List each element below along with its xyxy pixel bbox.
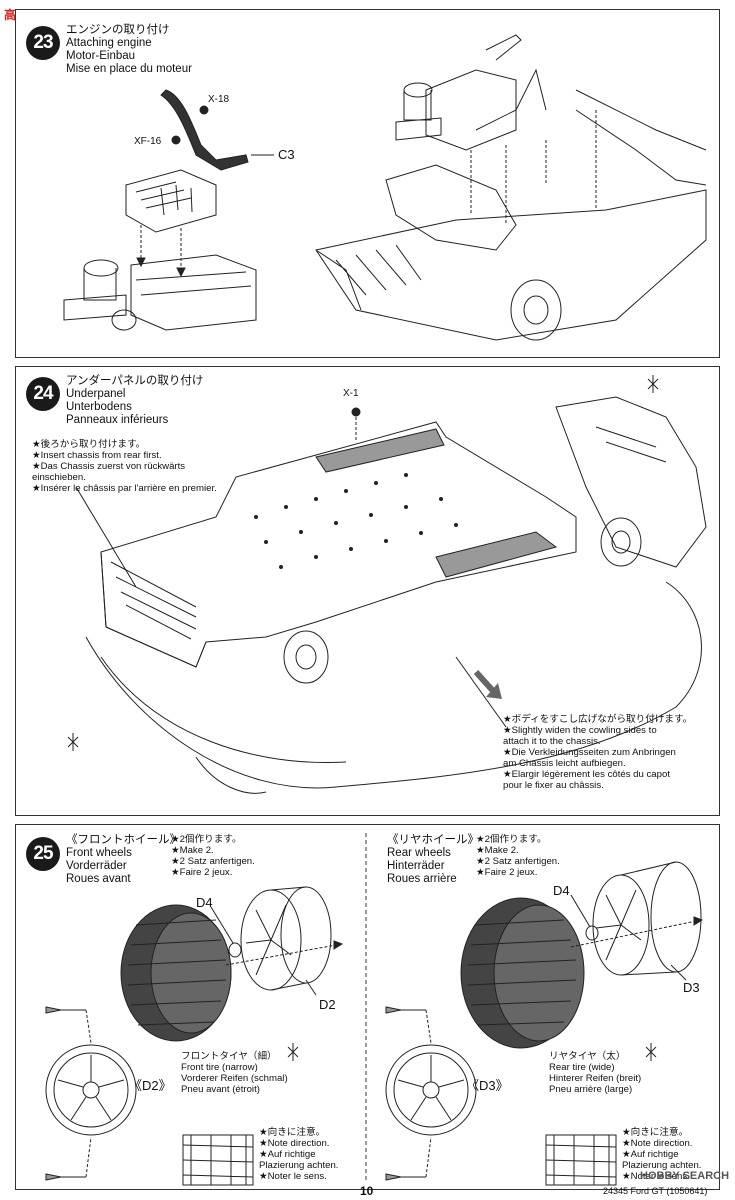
step-number: 23 — [26, 26, 60, 60]
note-line: フロントタイヤ（細） — [181, 1051, 277, 1062]
note-line: ★Note direction. — [622, 1138, 693, 1149]
title-ja: 《リヤホイール》 — [387, 834, 479, 846]
title-fr: Panneaux inférieurs — [66, 414, 169, 426]
note-line: ★向きに注意。 — [622, 1127, 689, 1138]
title-ja: アンダーパネルの取り付け — [66, 375, 204, 387]
note-line: ★Elargir légèrement les côtés du capot — [503, 769, 670, 780]
note-line: Pneu avant (étroit) — [181, 1084, 260, 1095]
note-line: Front tire (narrow) — [181, 1062, 258, 1073]
title-ja: 《フロントホイール》 — [66, 834, 181, 846]
step-24-panel: 24 アンダーパネルの取り付け Underpanel Unterbodens P… — [15, 366, 720, 816]
note-line: リヤタイヤ（太） — [549, 1051, 626, 1062]
title-de: Vorderräder — [66, 860, 127, 872]
note-line: ★Auf richtige — [259, 1149, 316, 1160]
wheel-ref-d2: 《D2》 — [129, 1078, 172, 1093]
step-number: 25 — [26, 837, 60, 871]
note-line: ★2個作ります。 — [171, 834, 242, 845]
title-en: Front wheels — [66, 847, 132, 859]
note-line: ★Das Chassis zuerst von rückwärts — [32, 461, 186, 472]
note-line: ★Make 2. — [171, 845, 214, 856]
front-direction-note: ★向きに注意。 ★Note direction. ★Auf richtige P… — [259, 1127, 338, 1182]
rear-wheels-title: 《リヤホイール》 Rear wheels Hinterräder Roues a… — [387, 834, 479, 886]
note-line: ★Faire 2 jeux. — [476, 867, 538, 878]
note-line: ★Noter le sens. — [259, 1171, 327, 1182]
watermark-hobby-search: HOBBY SEARCH — [640, 1170, 730, 1182]
rear-direction-note: ★向きに注意。 ★Note direction. ★Auf richtige P… — [622, 1127, 701, 1182]
step-23-panel: 23 エンジンの取り付け Attaching engine Motor-Einb… — [15, 9, 720, 358]
page-number: 10 — [360, 1184, 374, 1198]
note-line: ★Auf richtige — [622, 1149, 679, 1160]
note-line: attach it to the chassis. — [503, 736, 601, 747]
wheel-ref-d3: 《D3》 — [466, 1078, 509, 1093]
note-line: ★Note direction. — [259, 1138, 330, 1149]
title-de: Hinterräder — [387, 860, 445, 872]
rear-make-note: ★2個作ります。 ★Make 2. ★2 Satz anfertigen. ★F… — [476, 834, 560, 878]
wheels-diagram — [45, 833, 704, 1186]
note-widen-cowling: ★ボディをすこし広げながら取り付けます。 ★Slightly widen the… — [503, 714, 692, 791]
note-line: ★ボディをすこし広げながら取り付けます。 — [503, 714, 693, 725]
part-label-xf16: XF-16 — [134, 136, 162, 147]
part-label-x1: X-1 — [343, 388, 359, 399]
note-line: einschieben. — [32, 472, 86, 483]
note-line: ★Noter le sens. — [622, 1171, 690, 1182]
note-line: Rear tire (wide) — [549, 1062, 615, 1073]
title-en: Underpanel — [66, 388, 126, 400]
step-25-panel: 25 《フロントホイール》 Front wheels Vorderräder R… — [15, 824, 720, 1190]
note-line: ★2個作ります。 — [476, 834, 547, 845]
front-wheels-title: 《フロントホイール》 Front wheels Vorderräder Roue… — [66, 834, 181, 886]
note-line: ★Insérer le châssis par l'arrière en pre… — [32, 483, 217, 494]
note-line: ★Insert chassis from rear first. — [32, 450, 162, 461]
step-title: エンジンの取り付け Attaching engine Motor-Einbau … — [66, 24, 192, 76]
title-de: Motor-Einbau — [66, 50, 136, 62]
rear-tire-note: リヤタイヤ（太） Rear tire (wide) Hinterer Reife… — [549, 1051, 641, 1095]
note-line: Plazierung achten. — [622, 1160, 702, 1171]
part-label-d4-rear: D4 — [553, 883, 570, 898]
note-line: ★Make 2. — [476, 845, 519, 856]
part-label-d2: D2 — [319, 997, 336, 1012]
engine-diagram — [63, 34, 707, 341]
note-line: Pneu arrière (large) — [549, 1084, 633, 1095]
note-line: Vorderer Reifen (schmal) — [181, 1073, 288, 1084]
part-label-c3: C3 — [278, 147, 295, 162]
note-line: Plazierung achten. — [259, 1160, 339, 1171]
note-line: ★2 Satz anfertigen. — [476, 856, 560, 867]
product-code: 24345 Ford GT (1050641) — [603, 1186, 708, 1196]
part-label-d3: D3 — [683, 980, 700, 995]
note-line: ★向きに注意。 — [259, 1127, 326, 1138]
front-tire-note: フロントタイヤ（細） Front tire (narrow) Vorderer … — [181, 1051, 288, 1095]
title-fr: Roues arrière — [387, 873, 457, 885]
underpanel-diagram — [67, 375, 707, 794]
title-en: Rear wheels — [387, 847, 451, 859]
step-title: アンダーパネルの取り付け Underpanel Unterbodens Pann… — [66, 375, 203, 427]
note-line: ★後ろから取り付けます。 — [32, 439, 146, 450]
note-rear-insert: ★後ろから取り付けます。 ★Insert chassis from rear f… — [32, 439, 217, 494]
title-ja: エンジンの取り付け — [66, 24, 170, 36]
title-fr: Roues avant — [66, 873, 131, 885]
step-number: 24 — [26, 377, 60, 411]
title-fr: Mise en place du moteur — [66, 63, 192, 75]
title-de: Unterbodens — [66, 401, 132, 413]
front-make-note: ★2個作ります。 ★Make 2. ★2 Satz anfertigen. ★F… — [171, 834, 255, 878]
title-en: Attaching engine — [66, 37, 152, 49]
note-line: ★Slightly widen the cowling sides to — [503, 725, 657, 736]
part-label-x18: X-18 — [208, 94, 230, 105]
note-line: ★Die Verkleidungsseiten zum Anbringen — [503, 747, 676, 758]
note-line: pour le fixer au châssis. — [503, 780, 604, 791]
note-line: ★Faire 2 jeux. — [171, 867, 233, 878]
note-line: ★2 Satz anfertigen. — [171, 856, 255, 867]
note-line: am Chassis leicht aufbiegen. — [503, 758, 626, 769]
part-label-d4-front: D4 — [196, 895, 213, 910]
note-line: Hinterer Reifen (breit) — [549, 1073, 642, 1084]
